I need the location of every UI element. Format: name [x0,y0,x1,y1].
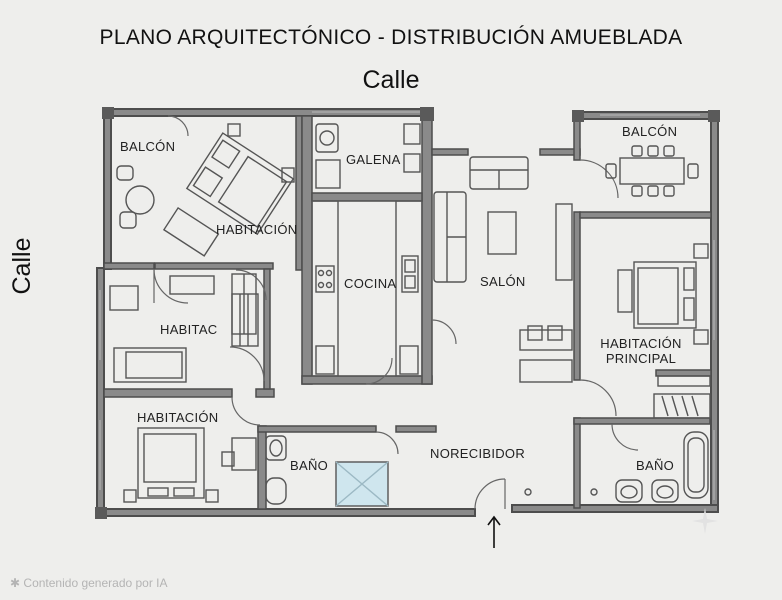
laundry-fixtures [315,123,421,189]
left-bathroom-fixtures [265,435,389,507]
nightstand [281,167,295,183]
room-label-master-bedroom: HABITACIÓN PRINCIPAL [596,336,686,366]
sparkle-icon: ✱ [10,576,21,590]
plan-title: PLANO ARQUITECTÓNICO - DISTRIBUCIÓN AMUE… [99,26,683,49]
bottom-bedroom-furniture [123,427,257,503]
room-label-bedroom-bottom: HABITACIÓN [137,410,219,425]
right-bathroom-fixtures [524,431,709,503]
kitchen-counters [311,200,423,377]
room-label-living-room: SALÓN [480,274,526,289]
balcony-right-dining [605,145,699,197]
room-label-kitchen: COCINA [344,276,397,291]
master-bedroom-line1: HABITACIÓN [600,336,682,351]
room-label-entrance: NORECIBIDOR [430,446,526,461]
master-bedroom-line2: PRINCIPAL [605,351,677,366]
room-label-balcony-left: BALCÓN [120,139,176,154]
room-label-bathroom-left: BAÑO [290,458,329,473]
nightstand [227,123,241,137]
sparkle-icon [692,508,718,534]
room-label-galena: GALENA [346,152,401,167]
habitac-furniture [109,285,259,383]
closet-top-room [162,206,220,257]
bed-top-room [185,132,295,236]
door-swings [153,115,639,510]
master-bedroom-furniture [617,243,711,419]
room-label-bathroom-right: BAÑO [636,458,675,473]
entrance-arrow-icon [487,515,501,548]
corner-posts [95,107,720,519]
living-room-furniture [433,156,573,383]
room-label-habitac: HABITAC [160,322,218,337]
ai-watermark: ✱ Contenido generado por IA [10,576,168,590]
street-label-top: Calle [362,66,420,94]
inner-walls [103,111,712,510]
watermark-text: Contenido generado por IA [23,576,168,590]
room-label-balcony-right: BALCÓN [622,124,678,139]
balcony-left-furniture [116,165,155,229]
dresser [169,275,215,295]
windows [99,111,715,500]
room-label-bedroom-top: HABITACIÓN [216,222,298,237]
